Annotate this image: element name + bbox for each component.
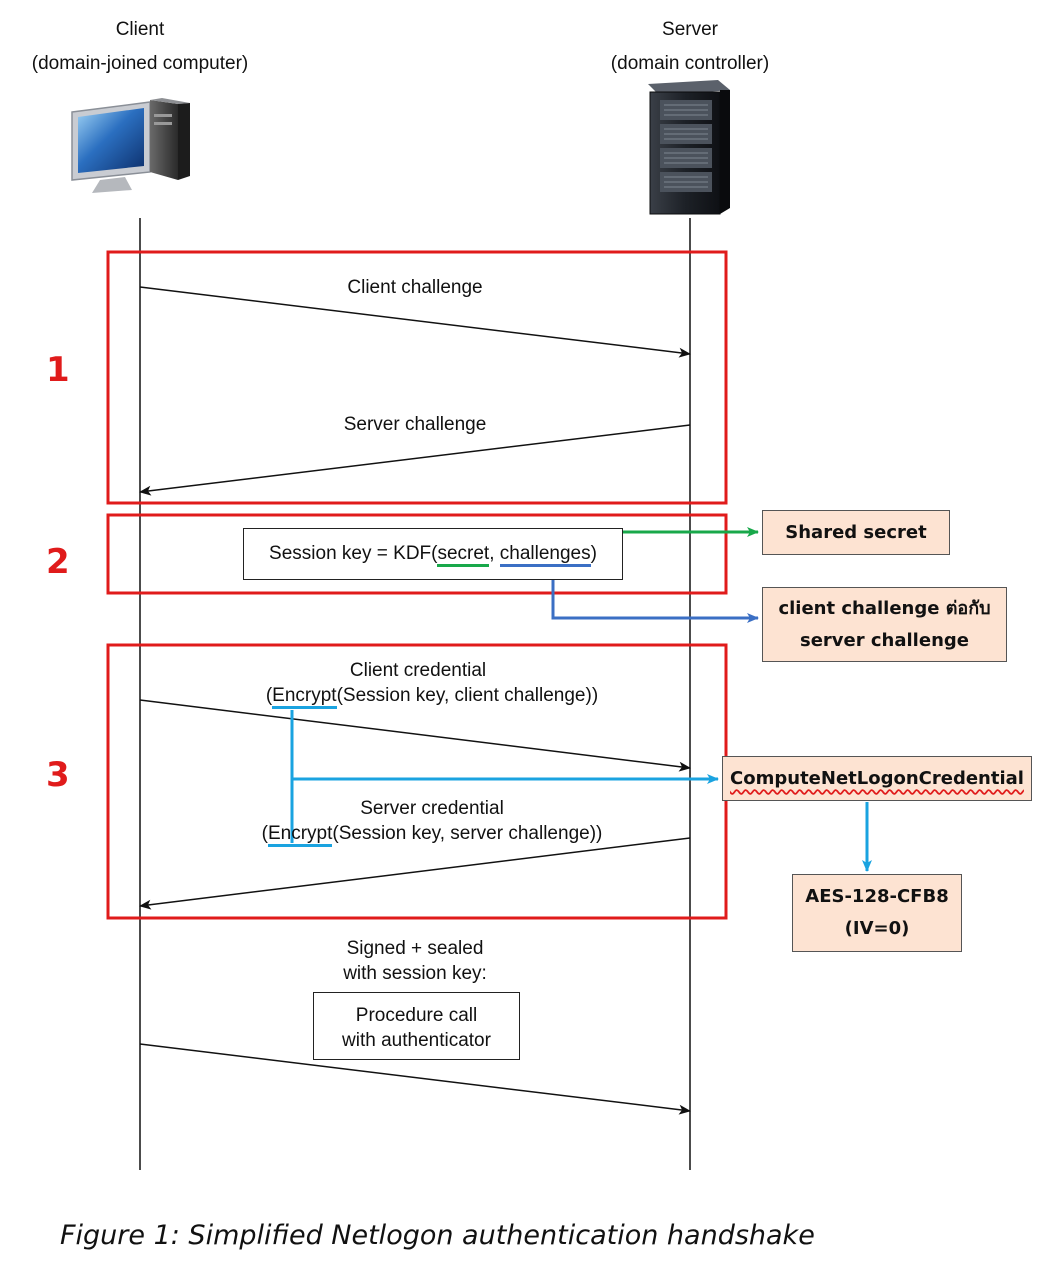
- session-key-formula: Session key = KDF(secret, challenges): [243, 543, 623, 567]
- signed-sealed-label: Signed + sealed with session key:: [265, 936, 565, 986]
- figure-caption: Figure 1: Simplified Netlogon authentica…: [60, 1220, 815, 1251]
- server-credential-encrypt: Encrypt: [267, 823, 333, 847]
- challenge-concat-note: client challenge ต่อกับ server challenge: [762, 587, 1007, 662]
- server-credential-title: Server credential: [360, 798, 504, 819]
- procedure-call-arrow: [139, 1043, 691, 1115]
- concat-line-1: client challenge ต่อกับ: [778, 597, 991, 619]
- procedure-line-1: Procedure call: [355, 1005, 478, 1026]
- session-key-challenges: challenges: [499, 543, 591, 567]
- compute-netlogon-note: ComputeNetLogonCredential: [722, 756, 1032, 801]
- session-key-secret: secret: [437, 543, 490, 567]
- client-credential-open: (: [265, 685, 273, 706]
- client-actor-label: Client (domain-joined computer): [20, 13, 260, 81]
- server-title: Server: [662, 19, 718, 40]
- concat-line-2: server challenge: [800, 629, 969, 651]
- server-actor-label: Server (domain controller): [585, 13, 795, 81]
- aes-line-1: AES-128-CFB8: [805, 886, 949, 907]
- client-challenge-label: Client challenge: [347, 277, 483, 298]
- server-credential-formula: (Encrypt(Session key, server challenge)): [232, 823, 632, 847]
- challenges-connector-arrow: [551, 570, 759, 623]
- session-key-box: [243, 528, 623, 580]
- client-challenge-arrow: [139, 286, 691, 358]
- client-subtitle: (domain-joined computer): [31, 53, 249, 74]
- phase-2-number: 2: [46, 542, 70, 582]
- desktop-computer-icon: [71, 98, 190, 193]
- client-credential-arrow: [139, 699, 691, 772]
- session-key-suffix: ): [590, 543, 597, 564]
- client-credential-formula: (Encrypt(Session key, client challenge)): [232, 685, 632, 709]
- client-credential-encrypt: Encrypt: [272, 685, 337, 709]
- session-key-sep: ,: [489, 543, 500, 564]
- server-credential-arrow: [139, 837, 691, 910]
- phase-1-number: 1: [46, 350, 70, 390]
- shared-secret-text: Shared secret: [785, 521, 927, 543]
- compute-netlogon-text: ComputeNetLogonCredential: [730, 767, 1024, 789]
- client-credential-title: Client credential: [349, 660, 487, 681]
- phase-3-number: 3: [46, 755, 70, 795]
- server-challenge-arrow: [139, 424, 691, 496]
- client-credential-rest: (Session key, client challenge)): [336, 685, 599, 706]
- signed-line-2: with session key:: [343, 963, 487, 984]
- procedure-call-box: [313, 992, 520, 1060]
- server-subtitle: (domain controller): [610, 53, 770, 74]
- signed-line-1: Signed + sealed: [346, 938, 484, 959]
- procedure-call-label: Procedure call with authenticator: [313, 1003, 520, 1053]
- session-key-prefix: Session key = KDF(: [269, 543, 438, 564]
- server-rack-icon: [648, 80, 730, 215]
- server-challenge-label: Server challenge: [343, 414, 487, 435]
- procedure-line-2: with authenticator: [342, 1030, 491, 1051]
- aes-line-2: (IV=0): [844, 918, 910, 939]
- aes-note: AES-128-CFB8 (IV=0): [792, 874, 962, 952]
- phase-1-box: [106, 250, 728, 505]
- phase-2-box: [106, 513, 728, 595]
- server-credential-rest: (Session key, server challenge)): [332, 823, 603, 844]
- shared-secret-note: Shared secret: [762, 510, 950, 555]
- server-credential-open: (: [261, 823, 268, 844]
- client-title: Client: [115, 19, 165, 40]
